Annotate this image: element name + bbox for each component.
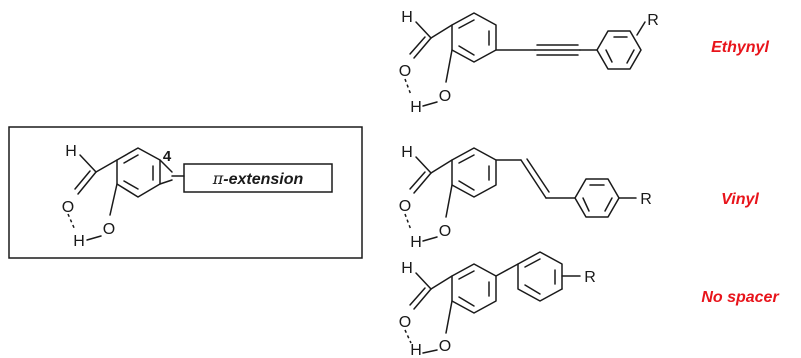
core-carbonyl-o-atom: O	[62, 199, 74, 216]
vinyl-structure: H O O H R Vinyl	[399, 144, 760, 251]
no-spacer-hydroxyl-h-atom: H	[410, 342, 422, 358]
vinyl-label: Vinyl	[721, 191, 759, 208]
vinyl-aldehyde-group: H O	[399, 144, 453, 215]
core-hydroxyl-h-atom: H	[73, 233, 85, 250]
ethynyl-carbonyl-o-atom: O	[399, 63, 411, 80]
core-aldehyde-h-atom: H	[65, 143, 77, 160]
core-hydroxyl-o-atom: O	[103, 221, 115, 238]
pi-extension-box	[183, 163, 333, 193]
vinyl-hydroxyl-group: O H	[404, 184, 453, 251]
vinyl-double-bond	[495, 158, 576, 199]
ethynyl-aryl-ring: R	[596, 12, 659, 70]
ethynyl-structure: H O O H R Ethynyl	[399, 9, 770, 116]
core-structure: H O O H 4 π-extension	[8, 126, 363, 259]
vinyl-hydrogen-bond	[404, 213, 412, 231]
no-spacer-hydrogen-bond	[404, 329, 412, 344]
pi-extension-label: π-extension	[212, 169, 304, 188]
ethynyl-triple-bond	[495, 44, 598, 56]
no-spacer-aldehyde-group: H O	[399, 260, 453, 331]
core-hydroxyl-group: O H	[67, 183, 118, 250]
core-benzene-ring	[116, 147, 161, 198]
vinyl-aldehyde-h-atom: H	[401, 144, 413, 161]
no-spacer-hydroxyl-o-atom: O	[439, 338, 451, 355]
vinyl-salicyl-ring	[451, 147, 497, 198]
ethynyl-hydroxyl-group: O H	[404, 49, 453, 116]
position-number-label: 4	[163, 148, 172, 165]
ethynyl-aldehyde-group: H O	[399, 9, 453, 80]
ethynyl-aldehyde-h-atom: H	[401, 9, 413, 26]
core-outer-frame	[8, 126, 363, 259]
no-spacer-structure: H O O H R No spacer	[399, 251, 779, 358]
ethynyl-hydroxyl-o-atom: O	[439, 88, 451, 105]
ethynyl-r-substituent: R	[647, 12, 659, 29]
ethynyl-label: Ethynyl	[711, 39, 769, 56]
no-spacer-aryl-ring	[495, 251, 581, 302]
vinyl-carbonyl-o-atom: O	[399, 198, 411, 215]
core-aldehyde-group: H O	[62, 143, 118, 216]
vinyl-hydroxyl-h-atom: H	[410, 234, 422, 251]
no-spacer-carbonyl-o-atom: O	[399, 314, 411, 331]
vinyl-r-substituent: R	[640, 191, 652, 208]
ethynyl-salicyl-ring	[451, 12, 497, 63]
no-spacer-label: No spacer	[701, 289, 779, 306]
no-spacer-hydroxyl-group: O H	[404, 300, 453, 358]
vinyl-hydroxyl-o-atom: O	[439, 223, 451, 240]
no-spacer-r-substituent: R	[584, 269, 596, 286]
vinyl-aryl-ring: R	[574, 178, 652, 218]
no-spacer-aldehyde-h-atom: H	[401, 260, 413, 277]
core-hydrogen-bond	[67, 213, 76, 231]
ethynyl-hydrogen-bond	[404, 78, 412, 96]
no-spacer-salicyl-ring	[451, 263, 497, 314]
ethynyl-hydroxyl-h-atom: H	[410, 99, 422, 116]
core-extension-bond	[159, 159, 173, 173]
